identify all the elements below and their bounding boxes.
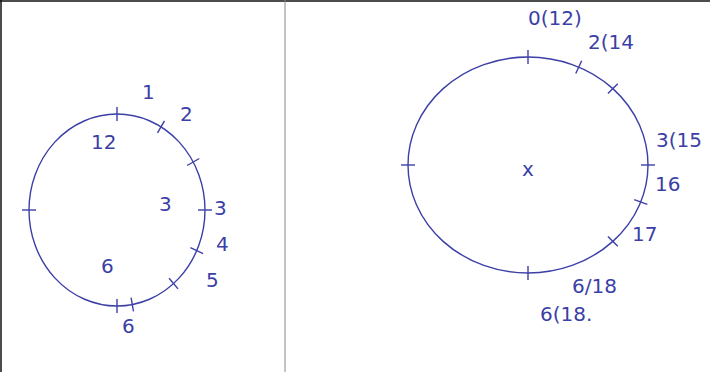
- text-holder: 4: [216, 232, 229, 256]
- hour-number: x: [522, 157, 534, 181]
- hour-label: 2(14: [588, 30, 634, 54]
- text-holder: 3: [214, 196, 227, 220]
- tick-marks: [22, 50, 655, 313]
- text-holder: 3(15: [656, 128, 702, 152]
- hour-number: 3: [159, 192, 172, 216]
- hour-label: 6(18.: [540, 302, 592, 326]
- text-holder: 17: [632, 222, 657, 246]
- text-holder: 16: [655, 172, 680, 196]
- hour-label: 17: [632, 222, 657, 246]
- divider-line: [285, 0, 286, 372]
- text-holder: 6: [122, 314, 135, 338]
- hour-label: 6/18: [572, 274, 617, 298]
- hour-label: 3(15: [656, 128, 702, 152]
- hour-label: 1: [142, 80, 155, 104]
- hour-label: 16: [655, 172, 680, 196]
- hour-number: 12: [91, 130, 116, 154]
- clock-face-circle: 12 3 6: [29, 114, 205, 306]
- text-holder: 3: [159, 192, 172, 216]
- text-holder: 6(18.: [540, 302, 592, 326]
- text-holder: 12: [91, 130, 116, 154]
- circle-outline: [408, 57, 648, 273]
- hour-label: 0(12): [528, 6, 582, 30]
- hour-label: 5: [206, 268, 219, 292]
- text-holder: x: [522, 157, 534, 181]
- frame-line: [0, 0, 2, 372]
- frame-line: [0, 0, 710, 2]
- text-holder: 1: [142, 80, 155, 104]
- text-holder: 2(14: [588, 30, 634, 54]
- hour-label: 4: [216, 232, 229, 256]
- text-holder: 6/18: [572, 274, 617, 298]
- hour-label: 6: [122, 314, 135, 338]
- text-holder: 2: [180, 102, 193, 126]
- text-holder: 0(12): [528, 6, 582, 30]
- circle-outline: [29, 114, 205, 306]
- text-holder: 6: [101, 254, 114, 278]
- text-holder: 5: [206, 268, 219, 292]
- hour-number: 6: [101, 254, 114, 278]
- hour-label: 3: [214, 196, 227, 220]
- circle-outline: [29, 114, 205, 306]
- hour-label: 2: [180, 102, 193, 126]
- clock-face-circle: x: [408, 57, 648, 273]
